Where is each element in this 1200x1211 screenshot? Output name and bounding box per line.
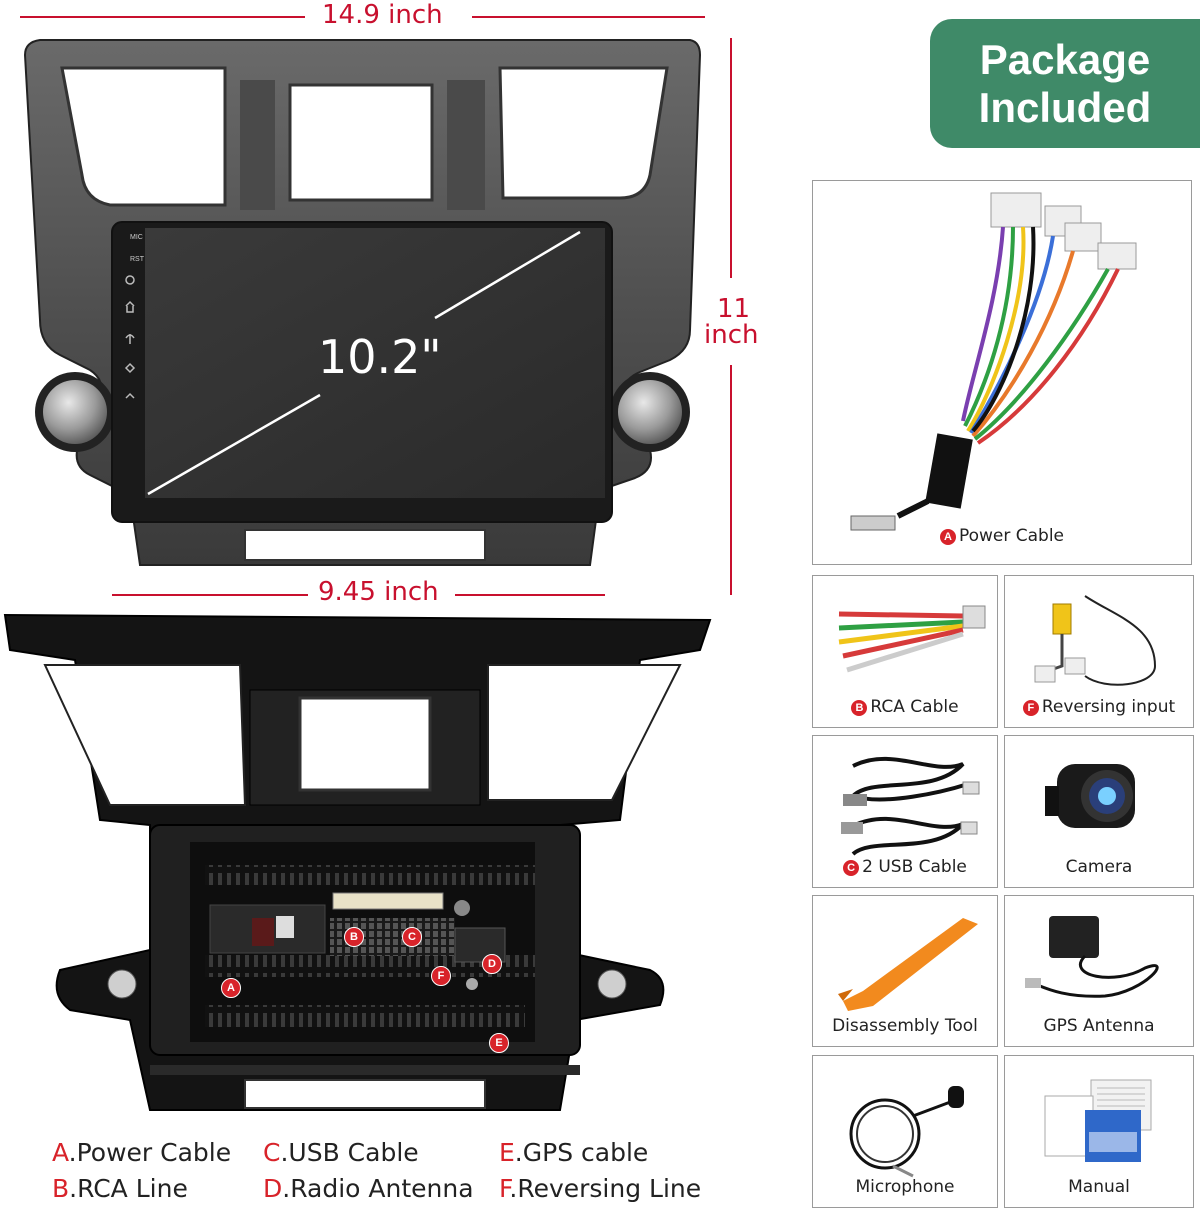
width-bottom-line-left [112,594,308,596]
item-label: Disassembly Tool [832,1016,978,1036]
front-panel-drawing [23,39,702,566]
pry-tool-icon [838,918,978,1011]
legend-item-c: C.USB Cable [263,1138,419,1167]
package-label: GPS Antenna [1005,1016,1193,1036]
package-card-camera: Camera [1004,735,1194,888]
height-value-label: 11 [717,294,751,324]
width-top-label: 14.9 inch [322,0,443,30]
reversing-input-icon [1034,595,1157,686]
item-label: 2 USB Cable [862,857,967,877]
item-label: Reversing input [1041,697,1176,717]
package-card-disassembly-tool: Disassembly Tool [812,895,998,1047]
legend-text: .RCA Line [69,1174,188,1203]
screen-size-label: 10.2" [318,330,442,384]
back-marker-c: C [402,927,422,947]
back-marker-f: F [431,966,451,986]
package-card-microphone: Microphone [812,1055,998,1208]
legend-letter: C [263,1138,281,1167]
marker-badge: C [843,860,860,876]
legend-text: .Radio Antenna [282,1174,474,1203]
mic-label: MIC [130,234,143,241]
height-unit-label: inch [704,320,759,350]
legend-item-a: A.Power Cable [52,1138,231,1167]
legend-text: .USB Cable [280,1138,419,1167]
legend-letter: D [263,1174,283,1203]
legend-letter: B [52,1174,70,1203]
marker-badge: F [1022,700,1039,716]
item-label: RCA Cable [870,697,959,717]
width-bottom-label: 9.45 inch [318,577,439,607]
package-label: Manual [1005,1177,1193,1197]
badge-line-1: Package [979,35,1151,83]
legend-letter: F [499,1174,510,1203]
package-label: Disassembly Tool [813,1016,997,1036]
width-top-line-left [20,16,305,18]
package-card-manual: Manual [1004,1055,1194,1208]
item-label: Power Cable [958,526,1065,546]
item-label: Microphone [855,1177,955,1197]
gps-antenna-icon [1025,916,1159,998]
legend-letter: A [52,1138,69,1167]
package-included-badge: Package Included [930,19,1200,148]
badge-line-2: Included [978,83,1152,131]
item-label: Camera [1065,857,1133,877]
package-label: Microphone [813,1177,997,1197]
back-panel-drawing [3,613,712,1111]
power-cable-icon [850,192,1137,531]
package-label: Camera [1005,857,1193,877]
microphone-icon [849,1086,964,1178]
item-label: GPS Antenna [1043,1016,1155,1036]
front-panel-view: MIC RST 10.2" [0,0,790,600]
back-marker-d: D [482,954,502,974]
rst-label: RST [130,256,144,263]
back-marker-a: A [221,978,241,998]
width-bottom-line-right [455,594,605,596]
rca-cable-icon [838,605,986,673]
back-panel-view: A B C D E F [0,610,720,1130]
legend-item-b: B.RCA Line [52,1174,188,1203]
marker-badge: A [939,529,956,545]
legend-text: .Power Cable [68,1138,232,1167]
height-line-top [730,38,732,278]
marker-badge: B [851,700,868,716]
usb-cable-icon [841,756,980,856]
legend-letter: E [499,1138,515,1167]
legend-text: .Reversing Line [509,1174,702,1203]
manual-icon [1044,1079,1152,1162]
legend-text: .GPS cable [514,1138,649,1167]
width-top-line-right [472,16,705,18]
camera-icon [1045,764,1135,828]
back-marker-b: B [344,927,364,947]
legend-item-d: D.Radio Antenna [263,1174,474,1203]
back-marker-e: E [489,1033,509,1053]
legend-item-e: E.GPS cable [499,1138,648,1167]
height-line-bottom [730,365,732,595]
item-label: Manual [1068,1177,1130,1197]
legend-item-f: F.Reversing Line [499,1174,701,1203]
package-card-gps-antenna: GPS Antenna [1004,895,1194,1047]
